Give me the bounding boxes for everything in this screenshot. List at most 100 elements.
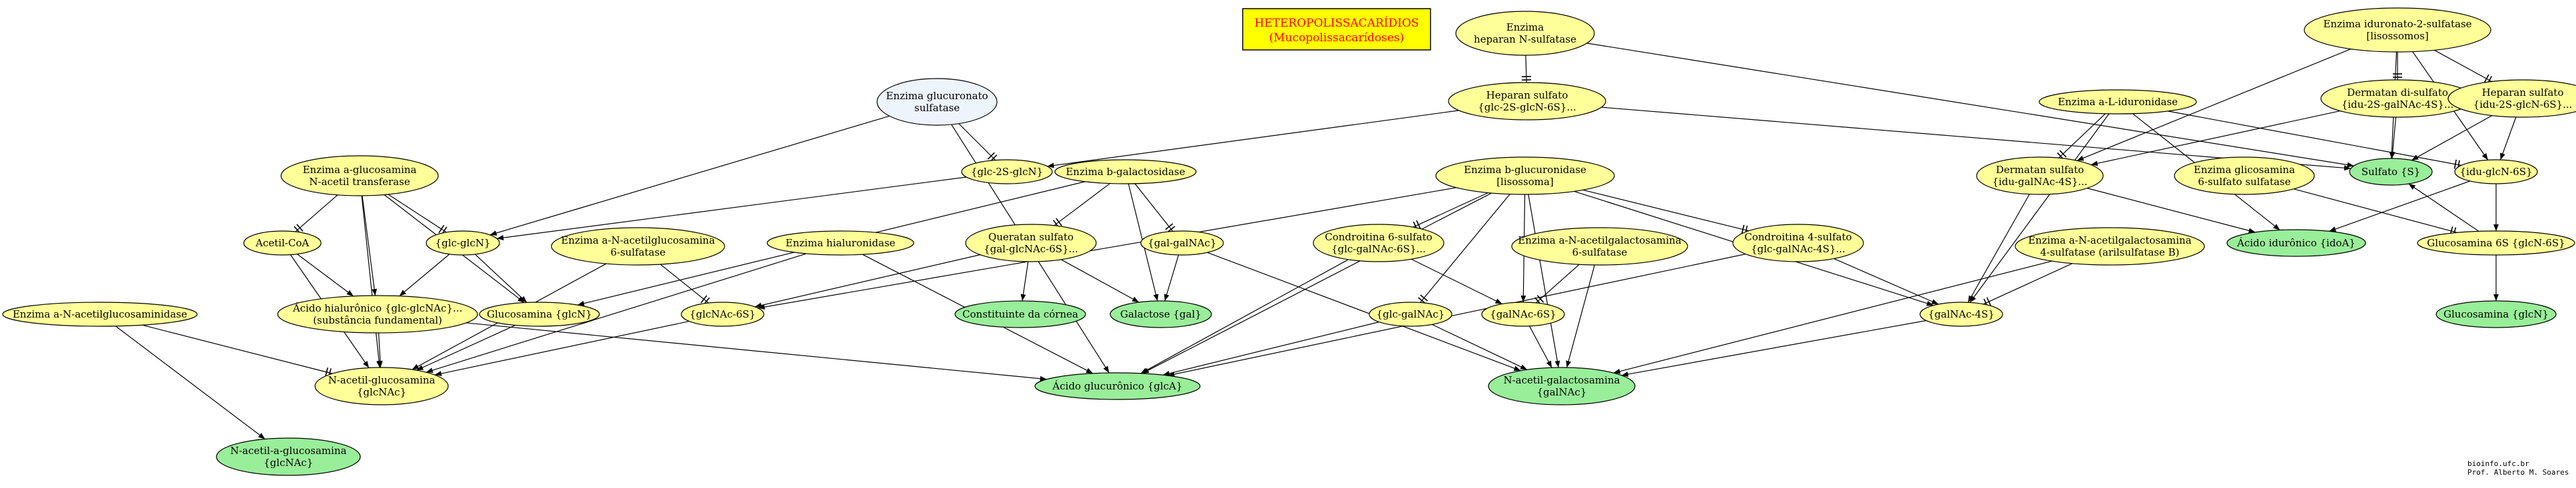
- edge-line: [2329, 181, 2470, 231]
- edge-line: [1163, 322, 1379, 375]
- edge-enz_glcsam6-to-glcsam6s: [2294, 189, 2457, 236]
- node-heparan-sulf2: Heparan sulfato{idu-2S-glcN-6S}...: [2448, 80, 2576, 117]
- edge-galnac6s-to-nacet_galsam: [1530, 326, 1552, 367]
- node-label: {idu-glcN-6S}: [2459, 166, 2532, 178]
- node-label: Dermatan sulfato: [1996, 164, 2084, 176]
- edge-enz_hep_nsulf-to-heparan_sulf: [1522, 55, 1531, 83]
- edge-dermatan_di-to-dermatan_sulf: [2091, 111, 2340, 165]
- edge-glcnac6s-to-nacet_glcsam: [435, 322, 689, 375]
- edge-enz_nacgalsam6-to-nacet_galsam: [1567, 265, 1595, 367]
- node-label: 6-sulfatase: [611, 246, 666, 258]
- edge-line: [1536, 264, 1579, 303]
- node-label: 6-sulfato sulfatase: [2198, 176, 2290, 188]
- node-acetil-coa: Acetil-CoA: [244, 231, 321, 255]
- node-label: Condroitina 4-sulfato: [1744, 231, 1851, 243]
- edge-heparan_sulf2-to-sulfato: [2412, 116, 2492, 160]
- node-label: [lisossomos]: [2366, 30, 2428, 42]
- edge-line: [466, 323, 1047, 379]
- edge-line: [362, 196, 375, 296]
- node-label: Enzima glucuronato: [886, 90, 988, 102]
- edge-enz_nacglcsaminidase-to-nacet_aglcsam: [115, 326, 264, 439]
- credits-site: bioinfo.ufc.br: [2467, 459, 2569, 468]
- edge-heparan_sulf2-to-idu_glcn6s: [2501, 117, 2516, 160]
- edge-line: [497, 177, 966, 238]
- node-acido-hialuronico: Ácido hialurônico {glc-glcNAc}...(substâ…: [278, 296, 478, 333]
- edge-line: [416, 325, 515, 370]
- node-label: Glucosamina {glcN}: [2443, 308, 2549, 320]
- edge-line: [959, 124, 996, 160]
- node-glcsam6s: Glucosamina 6S {glcN-6S}: [2417, 231, 2575, 255]
- edge-line: [1413, 192, 1488, 227]
- node-label: {galNAc}: [1537, 386, 1587, 398]
- node-label: 6-sulfatase: [1572, 246, 1628, 258]
- node-nacet-aglcsam: N-acetil-a-glucosamina{glcNAc}: [216, 438, 360, 475]
- edge-enz_nacgalsam4-to-galnac4s: [1983, 264, 2073, 308]
- node-label: {idu-2S-glcN-6S}...: [2473, 99, 2573, 111]
- node-queratan: Queratan sulfato{gal-glcNAc-6S}...: [966, 224, 1096, 262]
- node-heparan-sulf: Heparan sulfato{glc-2S-glcN-6S}...: [1449, 83, 1606, 120]
- edge-line: [1530, 326, 1552, 367]
- edge-enz_bgalact-to-queratan: [1054, 184, 1110, 228]
- edge-line: [2087, 188, 2256, 232]
- edge-line: [388, 194, 446, 232]
- credits-author: Prof. Alberto M. Soares: [2467, 468, 2569, 477]
- edge-glcsam6s-to-sulfato: [2409, 184, 2479, 231]
- edge-line: [142, 325, 332, 373]
- node-enz-bgalact: Enzima b-galactosidase: [1055, 160, 1196, 184]
- edge-glc_galnac-to-nacet_galsam: [1432, 324, 1527, 369]
- edge-line: [1567, 265, 1595, 367]
- edge-condroitina4-to-acido_glucuronico: [1167, 254, 1746, 376]
- node-label: N-acetil-galactosamina: [1503, 374, 1620, 386]
- edge-line: [2434, 50, 2491, 81]
- edge-line: [1622, 320, 1926, 375]
- node-glucosamina: Glucosamina {glcN}: [480, 302, 599, 326]
- node-glcnac6s: {glcNAc-6S}: [681, 302, 764, 326]
- node-label: {glc-galNAc-6S}...: [1331, 243, 1426, 255]
- node-galnac6s: {galNAc-6S}: [1482, 302, 1564, 326]
- edge-line: [1587, 43, 2354, 166]
- node-acido-glucuronico: Ácido glucurônico {glcA}: [1035, 373, 1200, 399]
- edge-enz_glucuronato-to-glc_glcn: [490, 116, 890, 235]
- edge-glc_glcn-to-glucosamina: [475, 254, 527, 302]
- node-nacet-galsam: N-acetil-galactosamina{galNAc}: [1488, 367, 1635, 405]
- node-label: {glc-galNAc}: [1377, 308, 1445, 320]
- edge-glucosamina-to-nacet_glcsam: [416, 325, 515, 370]
- node-enz-iduronato2: Enzima iduronato-2-sulfatase[lisossomos]: [2304, 8, 2491, 52]
- edge-line: [2294, 189, 2457, 233]
- edge-enz_glucuronato-to-glc2s_glcn: [959, 124, 997, 162]
- node-const-cornea: Constituinte da córnea: [955, 301, 1086, 328]
- title-line-2: (Mucopolissacarídoses): [1269, 31, 1405, 45]
- node-glc-glcn: {glc-glcN}: [426, 231, 499, 255]
- node-nacet-glcsam: N-acetil-glucosamina{glcNAc}: [315, 367, 448, 405]
- edge-enz_aglucos_nacet-to-acetil_coa: [294, 195, 338, 234]
- edge-queratan-to-galactose: [1061, 260, 1139, 302]
- edge-acido_hialuronico-to-acido_glucuronico: [466, 323, 1047, 379]
- title-box: HETEROPOLISSACARÍDIOS (Mucopolissacarído…: [1243, 9, 1431, 50]
- node-label: [lisossoma]: [1496, 176, 1554, 188]
- edge-line: [1970, 114, 2109, 303]
- edge-dermatan_sulf-to-acido_iduronico: [2087, 188, 2256, 232]
- edge-line: [1834, 258, 1939, 304]
- node-label: Heparan sulfato: [1486, 89, 1568, 101]
- node-label: {gal-glcNAc-6S}...: [984, 243, 1078, 255]
- edge-line: [475, 254, 527, 302]
- edge-line: [1165, 255, 1179, 301]
- edge-line: [1583, 190, 1749, 230]
- edge-line: [1022, 262, 1028, 301]
- edge-enz_bgalact-to-gal_galnac: [1135, 184, 1175, 232]
- edge-glc_glcn-to-acido_hialuronico: [400, 254, 450, 296]
- edge-line: [1054, 184, 1110, 226]
- edge-glc_galnac-to-acido_glucuronico: [1163, 322, 1379, 375]
- node-label: Queratan sulfato: [988, 231, 1074, 243]
- edge-heparan_sulf-to-glc2s_glcn: [1048, 111, 1459, 166]
- node-label: Enzima a-N-acetilgalactosamina: [1518, 234, 1681, 246]
- node-label: Enzima a-N-acetilglucosamina: [561, 234, 715, 246]
- node-label: Enzima: [1506, 21, 1544, 33]
- edge-line: [2412, 116, 2492, 160]
- edge-line: [2501, 117, 2516, 160]
